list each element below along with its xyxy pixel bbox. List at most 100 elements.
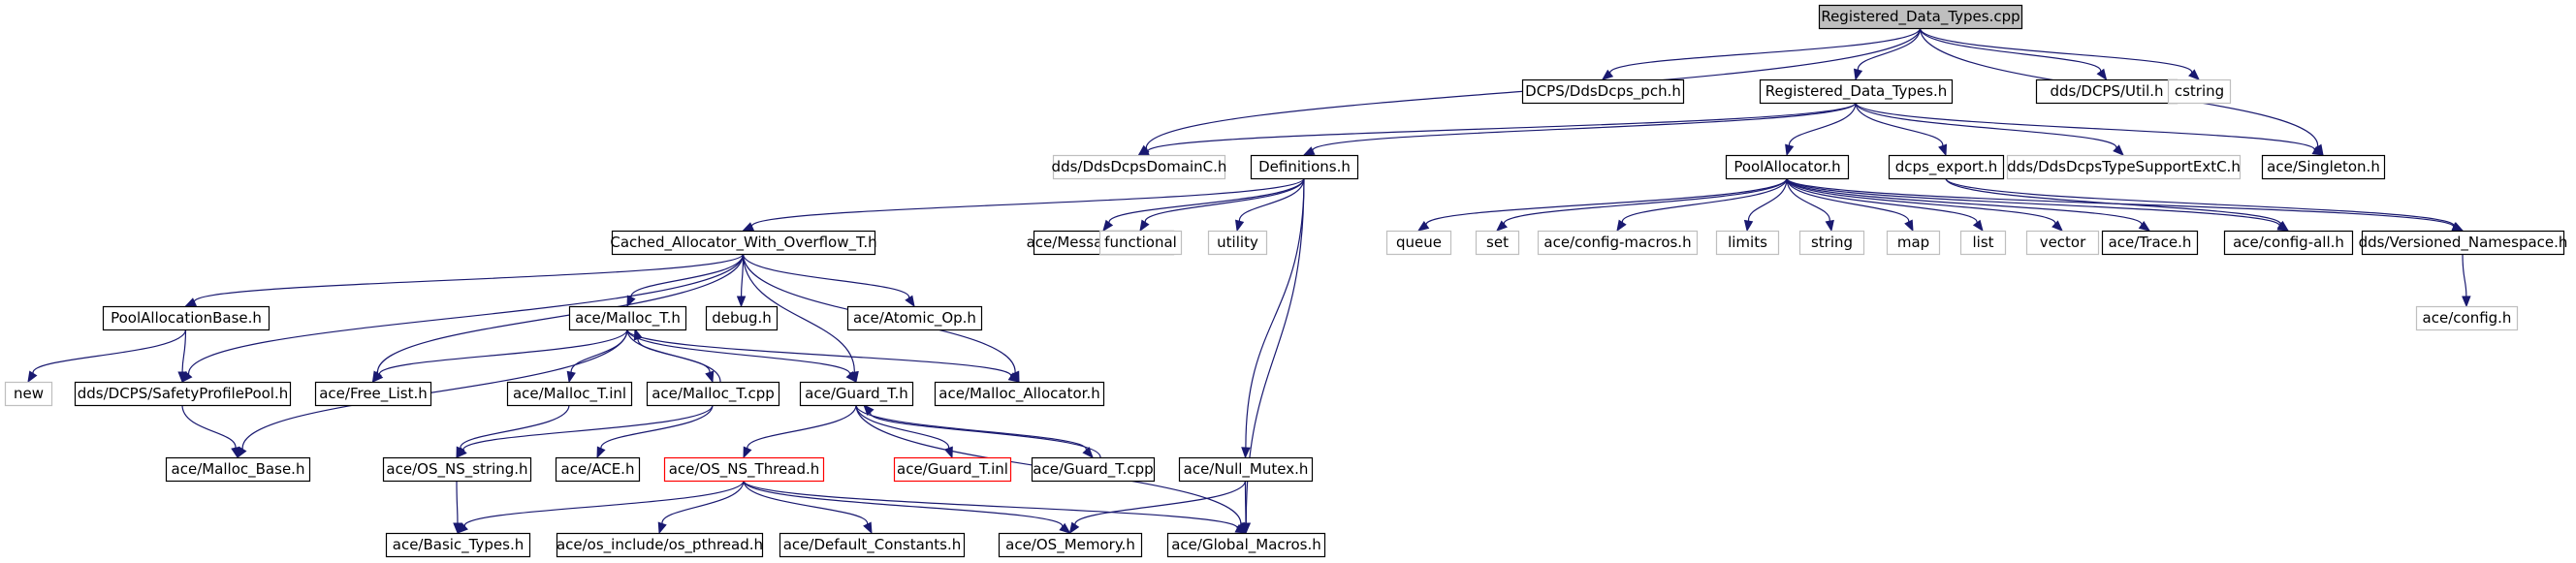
- node-basictypes[interactable]: ace/Basic_Types.h: [385, 532, 531, 558]
- node-set[interactable]: set: [1475, 230, 1520, 256]
- node-map[interactable]: map: [1886, 230, 1941, 256]
- node-configmacros[interactable]: ace/config-macros.h: [1537, 230, 1699, 256]
- node-vector[interactable]: vector: [2025, 230, 2100, 256]
- node-label: dds/DdsDcpsDomainC.h: [1052, 158, 1227, 175]
- node-poolalloc[interactable]: PoolAllocator.h: [1725, 154, 1850, 180]
- edge-cached-to-poolallocbase: [184, 253, 745, 307]
- node-box: [2035, 78, 2178, 105]
- node-rdt-h[interactable]: Registered_Data_Types.h: [1759, 78, 1954, 105]
- edge-osns_thread-to-pthread: [657, 480, 745, 535]
- node-functional[interactable]: functional: [1098, 230, 1183, 256]
- node-label: ace/config-all.h: [2233, 234, 2344, 251]
- node-debug[interactable]: debug.h: [705, 305, 779, 331]
- edge-malloc_t-to-malloc_base: [237, 328, 628, 459]
- node-queue[interactable]: queue: [1385, 230, 1452, 256]
- node-freelist[interactable]: ace/Free_List.h: [314, 381, 432, 407]
- node-box: [1537, 230, 1699, 256]
- node-cached[interactable]: Cached_Allocator_With_Overflow_T.h: [610, 230, 877, 256]
- node-box: [2261, 154, 2386, 180]
- node-osmemory[interactable]: ace/OS_Memory.h: [998, 532, 1143, 558]
- node-malloc-t[interactable]: ace/Malloc_T.h: [568, 305, 687, 331]
- node-label: ace/config.h: [2423, 309, 2512, 327]
- node-singleton[interactable]: ace/Singleton.h: [2261, 154, 2386, 180]
- node-label: dds/DdsDcpsTypeSupportExtC.h: [2007, 158, 2241, 175]
- node-safety[interactable]: dds/DCPS/SafetyProfilePool.h: [74, 381, 292, 407]
- node-new[interactable]: new: [4, 381, 53, 407]
- node-configh[interactable]: ace/config.h: [2415, 305, 2519, 331]
- node-osns-thread[interactable]: ace/OS_NS_Thread.h: [663, 456, 825, 483]
- node-cstring[interactable]: cstring: [2167, 78, 2232, 105]
- edge-malloc_tinl-to-osns_string: [456, 404, 570, 459]
- node-ace-h[interactable]: ace/ACE.h: [555, 456, 641, 483]
- edge-definitions-to-msgblock: [1102, 177, 1305, 233]
- node-box: [1818, 4, 2023, 30]
- node-definitions[interactable]: Definitions.h: [1250, 154, 1359, 180]
- node-box: [1886, 230, 1941, 256]
- node-box: [2361, 230, 2565, 256]
- node-atomic[interactable]: ace/Atomic_Op.h: [846, 305, 983, 331]
- node-malloc-base[interactable]: ace/Malloc_Base.h: [165, 456, 311, 483]
- node-box: [382, 456, 532, 483]
- edge-poolalloc-to-trace: [1786, 177, 2151, 232]
- node-malloc-alloc[interactable]: ace/Malloc_Allocator.h: [934, 381, 1105, 407]
- node-defconst[interactable]: ace/Default_Constants.h: [779, 532, 966, 558]
- node-poolallocbase[interactable]: PoolAllocationBase.h: [102, 305, 270, 331]
- node-pch[interactable]: DCPS/DdsDcps_pch.h: [1521, 78, 1685, 105]
- node-globalmacros[interactable]: ace/Global_Macros.h: [1166, 532, 1326, 558]
- node-root[interactable]: Registered_Data_Types.cpp: [1818, 4, 2023, 30]
- node-box: [568, 305, 687, 331]
- node-nullmutex[interactable]: ace/Null_Mutex.h: [1178, 456, 1314, 483]
- node-box: [1178, 456, 1314, 483]
- node-versioned[interactable]: dds/Versioned_Namespace.h: [2359, 230, 2568, 256]
- node-label: map: [1897, 234, 1929, 251]
- node-string[interactable]: string: [1798, 230, 1865, 256]
- edge-poolalloc-to-string: [1786, 177, 1834, 233]
- edge-malloc_tcpp-to-malloc_t: [633, 328, 721, 383]
- node-label: dds/DCPS/SafetyProfilePool.h: [78, 385, 289, 402]
- node-malloc-tcpp[interactable]: ace/Malloc_T.cpp: [646, 381, 780, 407]
- node-malloc-tinl[interactable]: ace/Malloc_T.inl: [506, 381, 633, 407]
- node-label: ace/Malloc_T.h: [575, 309, 681, 328]
- node-util[interactable]: dds/DCPS/Util.h: [2035, 78, 2178, 105]
- node-box: [314, 381, 432, 407]
- edge-cached-to-atomic: [742, 253, 915, 308]
- node-label: Definitions.h: [1258, 158, 1351, 175]
- node-box: [799, 381, 914, 407]
- node-guard-tinl[interactable]: ace/Guard_T.inl: [893, 456, 1012, 483]
- node-label: debug.h: [712, 309, 772, 327]
- node-box: [1521, 78, 1685, 105]
- node-domainc[interactable]: dds/DdsDcpsDomainC.h: [1052, 154, 1227, 180]
- node-box: [2223, 230, 2354, 256]
- node-label: new: [14, 385, 44, 402]
- edge-malloc_tcpp-to-ace_h: [596, 404, 714, 459]
- node-limits[interactable]: limits: [1715, 230, 1780, 256]
- node-pthread[interactable]: ace/os_include/os_pthread.h: [556, 532, 764, 558]
- node-box: [1052, 154, 1226, 180]
- node-list[interactable]: list: [1959, 230, 2007, 256]
- node-osns-string[interactable]: ace/OS_NS_string.h: [382, 456, 532, 483]
- node-label: set: [1486, 234, 1509, 251]
- edge-definitions-to-utility: [1235, 177, 1305, 233]
- node-typesupport[interactable]: dds/DdsDcpsTypeSupportExtC.h: [2006, 154, 2242, 180]
- node-box: [2101, 230, 2199, 256]
- node-label: ace/Atomic_Op.h: [853, 309, 976, 328]
- edge-poolalloc-to-limits: [1743, 177, 1788, 233]
- node-guard-tcpp[interactable]: ace/Guard_T.cpp: [1031, 456, 1156, 483]
- node-trace[interactable]: ace/Trace.h: [2101, 230, 2199, 256]
- node-utility[interactable]: utility: [1207, 230, 1268, 256]
- node-label: ace/Singleton.h: [2267, 158, 2380, 175]
- node-label: PoolAllocator.h: [1733, 158, 1840, 175]
- node-dcps-export[interactable]: dcps_export.h: [1888, 154, 2005, 180]
- edge-dcps_export-to-versioned: [1945, 177, 2465, 232]
- node-guard-t[interactable]: ace/Guard_T.h: [799, 381, 914, 407]
- node-box: [1475, 230, 1520, 256]
- edge-malloc_t-to-malloc_alloc: [626, 328, 1021, 383]
- edge-rdt_h-to-singleton: [1855, 102, 2325, 156]
- node-box: [611, 230, 876, 256]
- node-label: ace/Malloc_T.cpp: [652, 385, 775, 403]
- node-label: ace/Global_Macros.h: [1171, 536, 1321, 554]
- edge-nullmutex-to-osmemory: [1068, 480, 1247, 535]
- edge-root-to-cstring: [1919, 27, 2200, 80]
- node-box: [555, 456, 641, 483]
- node-configall[interactable]: ace/config-all.h: [2223, 230, 2354, 256]
